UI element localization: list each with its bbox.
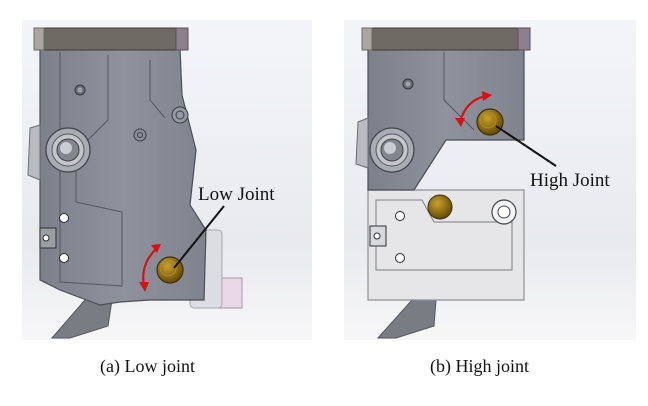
hole-icon — [59, 213, 69, 223]
arrow-head-icon — [151, 244, 161, 253]
leader-line — [173, 205, 225, 269]
lower-light-part — [367, 189, 525, 301]
foot — [376, 299, 437, 339]
top-bar — [361, 27, 527, 51]
high-joint-label: High Joint — [530, 170, 610, 191]
screw-icon — [77, 87, 83, 93]
screw-icon — [405, 81, 411, 87]
top-bar — [33, 27, 185, 51]
bearing-icon — [60, 142, 72, 154]
high-joint-drawing: High Joint — [344, 20, 636, 340]
hole-icon — [373, 232, 381, 240]
lower-outline — [375, 199, 513, 271]
top-bar-end — [33, 27, 45, 51]
hole-icon — [42, 234, 50, 242]
screw-icon — [175, 110, 185, 120]
housing-body — [39, 47, 207, 306]
panel-high-joint: High Joint (b) High joint — [324, 0, 648, 376]
hole-icon — [59, 253, 69, 263]
screw-icon — [137, 132, 143, 138]
bearing-icon — [384, 142, 396, 154]
joint-icon — [476, 108, 504, 136]
hole-icon — [395, 253, 405, 263]
top-bar-end — [361, 27, 373, 51]
arrow-head-icon — [455, 118, 465, 127]
top-bar-end — [175, 27, 189, 51]
ring-icon — [497, 205, 511, 219]
arrow-head-icon — [482, 91, 492, 101]
top-bar-end — [517, 27, 531, 51]
hub-mount — [27, 124, 41, 181]
joint-icon — [479, 111, 497, 129]
screw-icon — [171, 106, 189, 124]
caption-a: (a) Low joint — [100, 356, 195, 376]
low-joint-drawing: Low Joint — [22, 20, 312, 340]
arrow-head-icon — [139, 282, 149, 292]
screw-icon — [133, 128, 147, 142]
joint-icon — [159, 259, 177, 277]
inner-outline-3 — [149, 60, 166, 119]
low-joint-label: Low Joint — [198, 184, 275, 205]
caption-b: (b) High joint — [430, 356, 529, 376]
lower-joint-icon — [427, 194, 453, 220]
hole-icon — [395, 211, 405, 221]
foot — [50, 299, 113, 339]
leader-line — [495, 125, 557, 167]
hub-mount — [355, 117, 369, 169]
panel-low-joint: Low Joint (a) Low joint — [0, 0, 324, 376]
